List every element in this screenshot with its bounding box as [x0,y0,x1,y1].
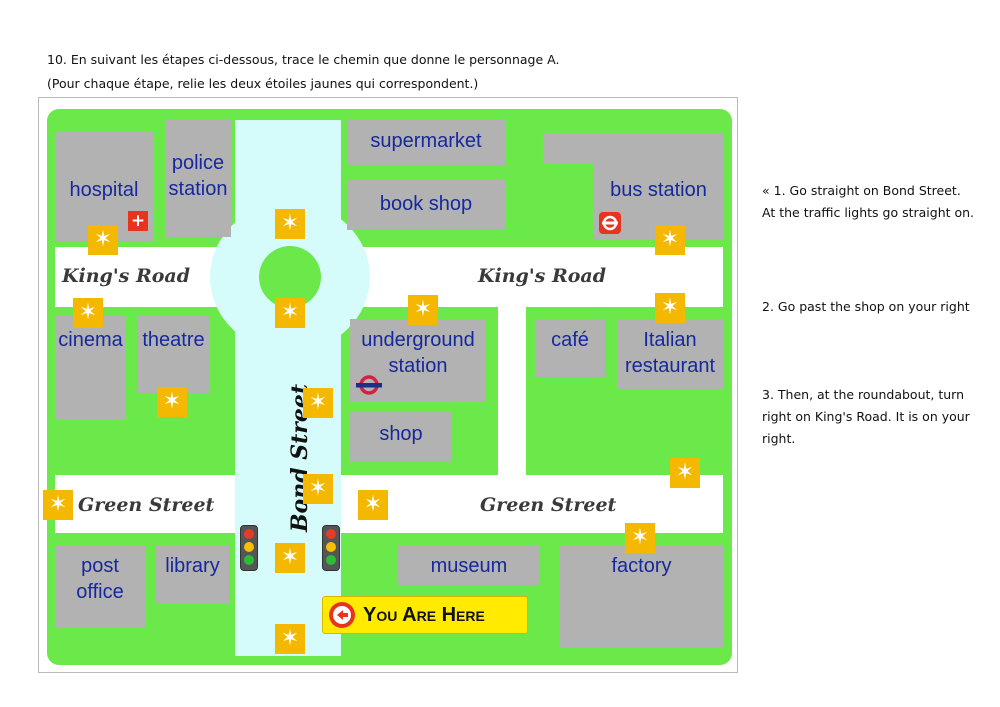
supermarket-block [347,119,505,165]
post-office-block [55,545,145,627]
italian-label-line-1: Italian [643,329,697,351]
star-marker[interactable]: ✶ [275,298,305,328]
museum-label: museum [430,555,508,577]
green-street-label-left: Green Street [78,494,215,516]
green-street-label-right: Green Street [480,494,617,516]
star-marker[interactable]: ✶ [655,293,685,323]
factory-block [560,545,723,647]
star-marker[interactable]: ✶ [73,298,103,328]
cafe-block [535,319,605,377]
star-marker[interactable]: ✶ [408,295,438,325]
star-marker[interactable]: ✶ [88,225,118,255]
cafe-label: café [551,329,589,351]
underground-label-line-2: station [388,355,448,377]
underground-icon [355,374,383,396]
green-street [55,475,723,533]
underground-station-block [350,319,486,402]
star-marker[interactable]: ✶ [275,624,305,654]
you-are-here-arrow-icon [329,602,355,628]
italian-restaurant-block [617,319,723,389]
star-marker[interactable]: ✶ [275,543,305,573]
instruction-line-2: (Pour chaque étape, relie les deux étoil… [47,76,479,91]
kings-road-label-right: King's Road [478,265,607,287]
shop-label: shop [379,423,423,445]
post-label-line-1: post [81,555,119,577]
kings-road [55,247,723,307]
bus-station-icon [599,212,621,234]
theatre-label: theatre [142,329,205,351]
star-marker[interactable]: ✶ [670,458,700,488]
underground-label-line-1: underground [361,329,475,351]
star-marker[interactable]: ✶ [303,474,333,504]
star-marker[interactable]: ✶ [157,387,187,417]
bus-station-label: bus station [610,179,707,201]
police-label-line-1: police [171,152,225,174]
you-are-here-sign: You Are Here [322,596,528,634]
supermarket-label: supermarket [370,130,482,152]
instruction-line-1: 10. En suivant les étapes ci-dessous, tr… [47,52,560,67]
book-shop-block [347,180,505,230]
hospital-label: hospital [69,179,139,201]
shop-block [350,412,452,462]
post-label-line-2: office [76,581,124,603]
italian-label-line-2: restaurant [624,355,716,377]
side-road [498,307,526,475]
step-2-text: 2. Go past the shop on your right [762,299,970,314]
bus-station-block-top [543,133,723,163]
kings-road-label-left: King's Road [62,265,191,287]
theatre-block [138,316,209,393]
police-station-block [165,119,231,237]
library-label: library [165,555,220,577]
star-marker[interactable]: ✶ [358,490,388,520]
traffic-light-icon-left [240,525,258,571]
museum-block [398,545,540,585]
hospital-cross-icon: + [128,211,148,231]
traffic-light-icon-right [322,525,340,571]
star-marker[interactable]: ✶ [625,523,655,553]
library-block [156,545,229,603]
star-marker[interactable]: ✶ [303,388,333,418]
factory-label: factory [611,555,672,577]
step-3-text: 3. Then, at the roundabout, turn right o… [762,387,970,446]
star-marker[interactable]: ✶ [655,225,685,255]
step-1-text: « 1. Go straight on Bond Street. At the … [762,183,975,220]
cinema-label: cinema [58,329,123,351]
you-are-here-label: You Are Here [363,604,485,626]
book-shop-label: book shop [379,193,473,215]
star-marker[interactable]: ✶ [275,209,305,239]
police-label-line-2: station [168,178,228,200]
star-marker[interactable]: ✶ [43,490,73,520]
cinema-block [55,316,126,420]
roundabout-island [259,246,321,308]
